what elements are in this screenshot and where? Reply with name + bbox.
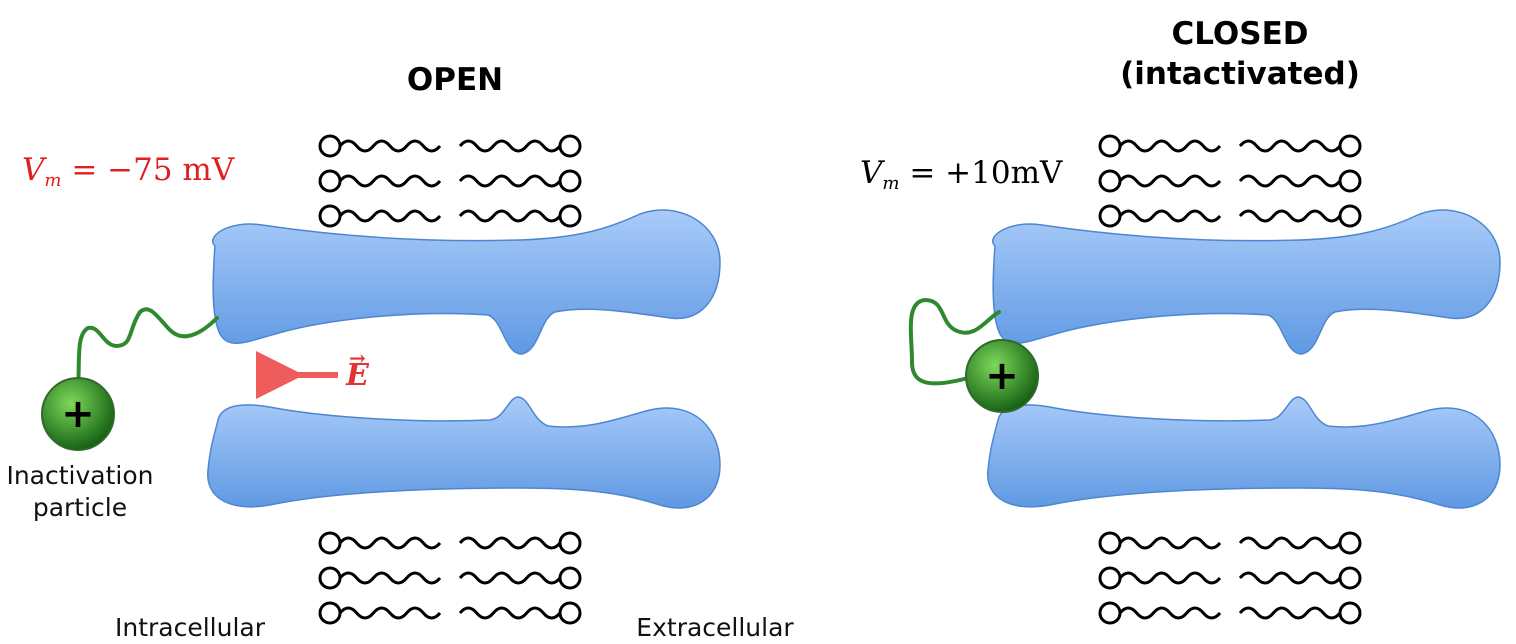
lipid-head (318, 601, 342, 625)
lipid-tail (1118, 139, 1222, 153)
channel-protein-open-top (212, 209, 721, 355)
lipid-tail (458, 536, 562, 550)
closed-title: CLOSED (intactivated) (1080, 14, 1400, 94)
inactivation-particle-label: Inactivation particle (0, 460, 160, 524)
channel-protein-closed-top (992, 209, 1501, 355)
lipid-tail (338, 174, 442, 188)
intracellular-label: Intracellular (114, 613, 266, 642)
lipid-tail (338, 606, 442, 620)
inactivation-particle-open (41, 377, 115, 451)
lipid-tail (458, 174, 562, 188)
particle-plus-open: + (61, 391, 95, 437)
closed-title-line-2: (intactivated) (1120, 56, 1360, 92)
lipid-head (558, 169, 582, 193)
lipid-head (1098, 169, 1122, 193)
lipid-tail (458, 139, 562, 153)
lipid-head (1338, 566, 1362, 590)
tether-closed (908, 297, 1001, 386)
extracellular-label: Extracellular (636, 613, 794, 642)
inactivation-particle-closed (965, 339, 1039, 413)
closed-voltage-variable: V (860, 155, 883, 191)
open-title: OPEN (406, 62, 504, 98)
particle-plus-closed: + (985, 353, 1019, 399)
open-panel: + (41, 134, 721, 625)
lipid-tail (458, 571, 562, 585)
lipid-tail (1238, 571, 1342, 585)
lipid-tail (1238, 209, 1342, 223)
lipid-tail (338, 536, 442, 550)
lipid-head (318, 531, 342, 555)
lipid-cluster-closed-top (1098, 134, 1362, 228)
lipid-head (558, 204, 582, 228)
open-voltage-label: Vm = −75 mV (22, 152, 234, 191)
closed-panel: + (908, 134, 1501, 625)
lipid-tail (1118, 571, 1222, 585)
closed-voltage-label: Vm = +10mV (860, 155, 1062, 194)
lipid-head (1338, 134, 1362, 158)
particle-label-line-1: Inactivation (6, 461, 154, 490)
lipid-head (1098, 531, 1122, 555)
lipid-tail (1238, 536, 1342, 550)
efield-letter: E (346, 358, 369, 393)
lipid-tail (1238, 606, 1342, 620)
lipid-tail (1118, 536, 1222, 550)
closed-voltage-value: = +10mV (909, 155, 1063, 191)
lipid-tail (1118, 174, 1222, 188)
lipid-tail (338, 209, 442, 223)
lipid-head (1338, 601, 1362, 625)
open-voltage-subscript: m (44, 170, 62, 191)
closed-voltage-subscript: m (882, 173, 900, 194)
lipid-head (1098, 601, 1122, 625)
lipid-head (318, 134, 342, 158)
efield-label: → E (346, 346, 369, 393)
lipid-tail (1118, 209, 1222, 223)
lipid-tail (338, 139, 442, 153)
lipid-head (1098, 204, 1122, 228)
lipid-head (318, 169, 342, 193)
open-voltage-value: = −75 mV (71, 152, 235, 188)
lipid-head (1098, 134, 1122, 158)
channel-protein-closed-bottom (987, 396, 1501, 509)
lipid-tail (458, 606, 562, 620)
lipid-head (558, 601, 582, 625)
efield-vector-arrow: → (349, 346, 366, 370)
lipid-tail (1118, 606, 1222, 620)
lipid-head (1338, 169, 1362, 193)
lipid-cluster-open-bottom (318, 531, 582, 625)
lipid-tail (458, 209, 562, 223)
lipid-tail (1238, 139, 1342, 153)
lipid-head (558, 566, 582, 590)
lipid-head (318, 566, 342, 590)
particle-label-line-2: particle (32, 493, 128, 522)
lipid-cluster-open-top (318, 134, 582, 228)
lipid-tail (338, 571, 442, 585)
lipid-head (558, 531, 582, 555)
closed-title-line-1: CLOSED (1171, 16, 1309, 52)
channel-protein-open-bottom (207, 396, 721, 509)
open-voltage-variable: V (22, 152, 45, 188)
lipid-head (318, 204, 342, 228)
lipid-cluster-closed-bottom (1098, 531, 1362, 625)
lipid-tail (1238, 174, 1342, 188)
lipid-head (1098, 566, 1122, 590)
tether-open (76, 307, 219, 390)
lipid-head (1338, 204, 1362, 228)
lipid-head (558, 134, 582, 158)
lipid-head (1338, 531, 1362, 555)
